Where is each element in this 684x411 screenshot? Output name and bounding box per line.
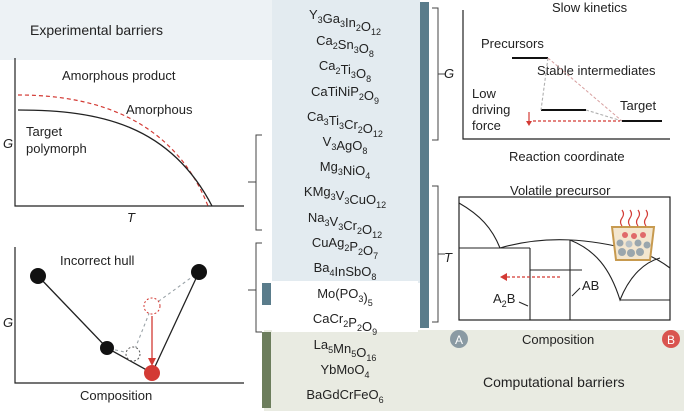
amorphous-y-axis-label: G <box>3 136 13 151</box>
amorphous-axes <box>14 58 244 207</box>
compound-experimental-11: Ba4InSbO8 <box>314 260 377 282</box>
liquidus-left <box>458 202 501 249</box>
low-driving-label-1: Low <box>472 86 496 101</box>
liquidus-dip <box>569 239 661 302</box>
precursors-label: Precursors <box>481 36 544 51</box>
volatile-title: Volatile precursor <box>510 183 611 198</box>
panel-kinetics: Slow kinetics G Precursors Stable interm… <box>444 0 670 164</box>
compound-experimental-8: KMg3V3CuO12 <box>304 184 386 210</box>
low-driving-label-3: force <box>472 118 501 133</box>
hull-y-axis-label: G <box>3 315 13 330</box>
panel-hull: Incorrect hull G Composition <box>3 247 244 403</box>
kinetics-pathway-2 <box>585 109 623 122</box>
hull-point-right <box>191 264 207 280</box>
target-label-1: Target <box>26 124 63 139</box>
panel-amorphous: Amorphous product Amorphous Target polym… <box>3 58 244 225</box>
phase-diagram-frame <box>458 196 671 321</box>
low-driving-label-2: driving <box>472 102 510 117</box>
computational-barriers-label: Computational barriers <box>483 374 625 390</box>
kinetics-pathway-3 <box>547 57 623 122</box>
hull-point-left <box>30 268 46 284</box>
white-gap <box>0 60 272 330</box>
kinetics-title: Slow kinetics <box>552 0 628 15</box>
phase-ab-label: AB <box>582 278 599 293</box>
amorphous-x-axis-label: T <box>127 210 136 225</box>
kinetics-y-axis-label: G <box>444 66 454 81</box>
compound-list: Y3Ga3In2O12Ca2Sn3O8Ca2Ti3O8CaTiNiP2O9Ca3… <box>304 7 386 405</box>
compound-experimental-7: Mg3NiO4 <box>320 159 370 181</box>
panel-volatile: Volatile precursor T AB A2B <box>444 183 680 348</box>
compound-experimental-2: Ca2Sn3O8 <box>316 33 374 59</box>
crucible-icon <box>610 209 656 261</box>
kinetics-axes <box>462 10 670 140</box>
computational-band <box>264 330 684 411</box>
volatile-arrowhead <box>500 273 507 281</box>
compound-experimental-4: CaTiNiP2O9 <box>311 84 379 106</box>
compound-experimental-9: Na3V3Cr2O12 <box>308 210 382 240</box>
white-gap-right <box>428 0 684 330</box>
compound-divider-1 <box>272 281 418 283</box>
compound-experimental-5: Ca3Ti3Cr2O12 <box>307 109 383 139</box>
experimental-barriers-label: Experimental barriers <box>30 22 163 38</box>
compound-experimental-1: Y3Ga3In2O12 <box>309 7 381 37</box>
kinetics-x-axis-label: Reaction coordinate <box>509 149 625 164</box>
amorphous-title: Amorphous product <box>62 68 176 83</box>
compound-computational-3: BaGdCrFeO6 <box>306 387 383 405</box>
target-polymorph-curve <box>17 109 213 207</box>
hull-point-dashed-gray <box>125 346 141 362</box>
badge-a-label: A <box>455 333 463 347</box>
bracket-hull <box>248 242 262 333</box>
target-label-2: polymorph <box>26 141 87 156</box>
volatile-y-axis-label: T <box>444 250 453 265</box>
badge-b-label: B <box>667 333 675 347</box>
bracket-amorphous <box>248 134 262 231</box>
computational-bar <box>262 332 271 408</box>
hull-axes <box>14 247 244 384</box>
compound-experimental-3: Ca2Ti3O8 <box>319 58 371 84</box>
compound-experimental-10: CuAg2P2O7 <box>312 235 378 261</box>
hull-title: Incorrect hull <box>60 253 135 268</box>
intermediates-label: Stable intermediates <box>537 63 656 78</box>
hull-arrowhead <box>148 358 156 366</box>
phase-a2b-label: A2B <box>493 291 515 309</box>
compound-experimental-6: V3AgO8 <box>323 134 368 156</box>
experimental-bar <box>420 2 429 328</box>
hull-solid-line <box>37 271 200 374</box>
compound-divider-3 <box>272 330 418 332</box>
bracket-volatile <box>432 185 445 323</box>
ab-pointer <box>571 287 581 297</box>
a2b-pointer <box>518 301 529 307</box>
badge-a <box>450 330 468 348</box>
kinetics-pathway-1 <box>540 57 549 111</box>
compound-computational-1: La5Mn5O16 <box>314 337 377 363</box>
experimental-band-fade <box>0 0 272 60</box>
hull-point-middle <box>100 341 114 355</box>
hull-point-dashed-red <box>143 297 161 315</box>
compound-mo-po3-5: Mo(PO3)5 <box>317 286 373 308</box>
badge-b <box>662 330 680 348</box>
white-gap-bottom-left <box>0 330 264 411</box>
compound-divider-2 <box>272 306 418 308</box>
compound-cacr2p2o9: CaCr2P2O9 <box>313 311 377 337</box>
driving-force-arrowhead <box>526 121 532 126</box>
hull-x-axis-label: Composition <box>80 388 152 403</box>
target-label: Target <box>620 98 657 113</box>
amorphous-curve-label: Amorphous <box>126 102 193 117</box>
compound-computational-2: YbMoO4 <box>320 362 369 380</box>
bracket-kinetics <box>432 7 445 141</box>
volatile-x-axis-label: Composition <box>522 332 594 347</box>
hull-point-red <box>144 365 160 381</box>
middle-bar <box>262 283 271 305</box>
